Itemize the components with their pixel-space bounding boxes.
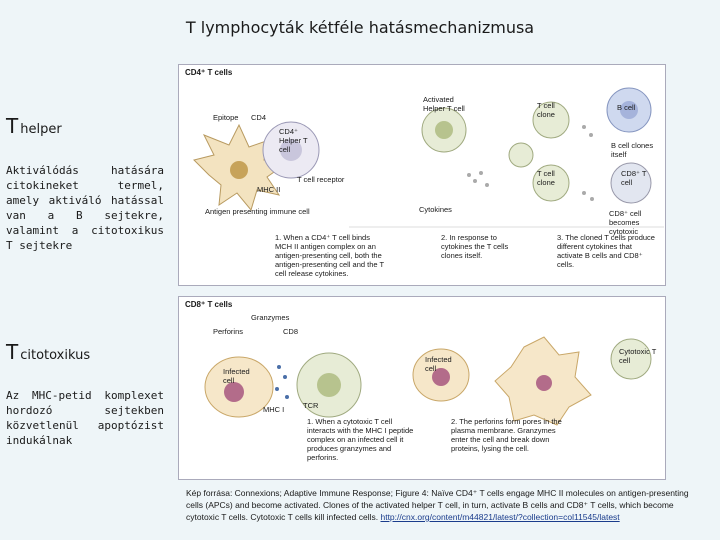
cd4-step-1: 1. When a CD4⁺ T cell binds MCH II antig… [275, 233, 384, 278]
t-clone-top-label: T cell clone [537, 101, 555, 119]
cytotoxic-description: Az MHC-petid komplexet hordozó sejtekben… [6, 389, 164, 447]
cytotoxic-cell-label: Cytotoxic T cell [619, 347, 657, 365]
cd8-panel-label: CD8⁺ T cells [185, 300, 233, 309]
cytokines-label: Cytokines [419, 205, 452, 214]
cytotoxic-heading-sub: citotoxikus [20, 348, 91, 363]
cd4-diagram-panel: CD4⁺ T cells Epitope CD4 CD4⁺ Helper T c… [178, 64, 666, 286]
cd4-label: CD4 [251, 113, 267, 122]
infected-cell-2-label: Infected cell [425, 355, 452, 373]
helper-heading-sub: helper [20, 122, 62, 137]
t-clone-bottom-label: T cell clone [537, 169, 555, 187]
helper-cell-label: CD4⁺ Helper T cell [279, 127, 308, 154]
cd8-diagram-panel: CD8⁺ T cells Granzymes Perforins CD8 Inf… [178, 296, 666, 480]
cd8-becomes-label: CD8⁺ cell becomes cytotoxic [609, 209, 642, 236]
helper-description: Aktiválódás hatására citokineket termel,… [6, 164, 164, 252]
b-cell-label: B cell [617, 103, 636, 112]
helper-heading-letter: T [6, 114, 19, 138]
page-title: T lymphocyták kétféle hatásmechanizmusa [185, 18, 535, 37]
tcr-label-2: TCR [303, 401, 319, 410]
b-clones-label: B cell clones itself [611, 141, 654, 159]
cd4-step-2: 2. In response to cytokines the T cells … [441, 233, 509, 260]
apc-label: Antigen presenting immune cell [205, 207, 310, 216]
cd4-step-3: 3. The cloned T cells produce different … [557, 233, 655, 269]
granzymes-label: Granzymes [251, 313, 290, 322]
epitope-label: Epitope [213, 113, 239, 122]
mhc-i-label: MHC I [263, 405, 285, 414]
perforins-label: Perforins [213, 327, 244, 336]
activated-cell-label: Activated Helper T cell [423, 95, 465, 113]
source-link[interactable]: http://cnx.org/content/m44821/latest/?co… [380, 512, 620, 522]
cd8-label: CD8 [283, 327, 299, 336]
cd8-diagram-illustration [204, 336, 652, 426]
image-source-caption: Kép forrása: Connexions; Adaptive Immune… [186, 487, 706, 523]
infected-cell-1-label: Infected cell [223, 367, 250, 385]
cd8-step-1: 1. When a cytotoxic T cell interacts wit… [307, 417, 414, 462]
cytotoxic-heading-letter: T [6, 340, 19, 364]
cd8-t-cell-label: CD8⁺ T cell [621, 169, 647, 187]
tcr-label: T cell receptor [297, 175, 345, 184]
mhc-ii-label: MHC II [257, 185, 281, 194]
cd4-diagram-illustration [193, 87, 664, 228]
source-text: Kép forrása: Connexions; Adaptive Immune… [186, 488, 689, 522]
cd4-panel-label: CD4⁺ T cells [185, 68, 233, 77]
cd8-step-2: 2. The perforins form pores in the plasm… [451, 417, 562, 453]
